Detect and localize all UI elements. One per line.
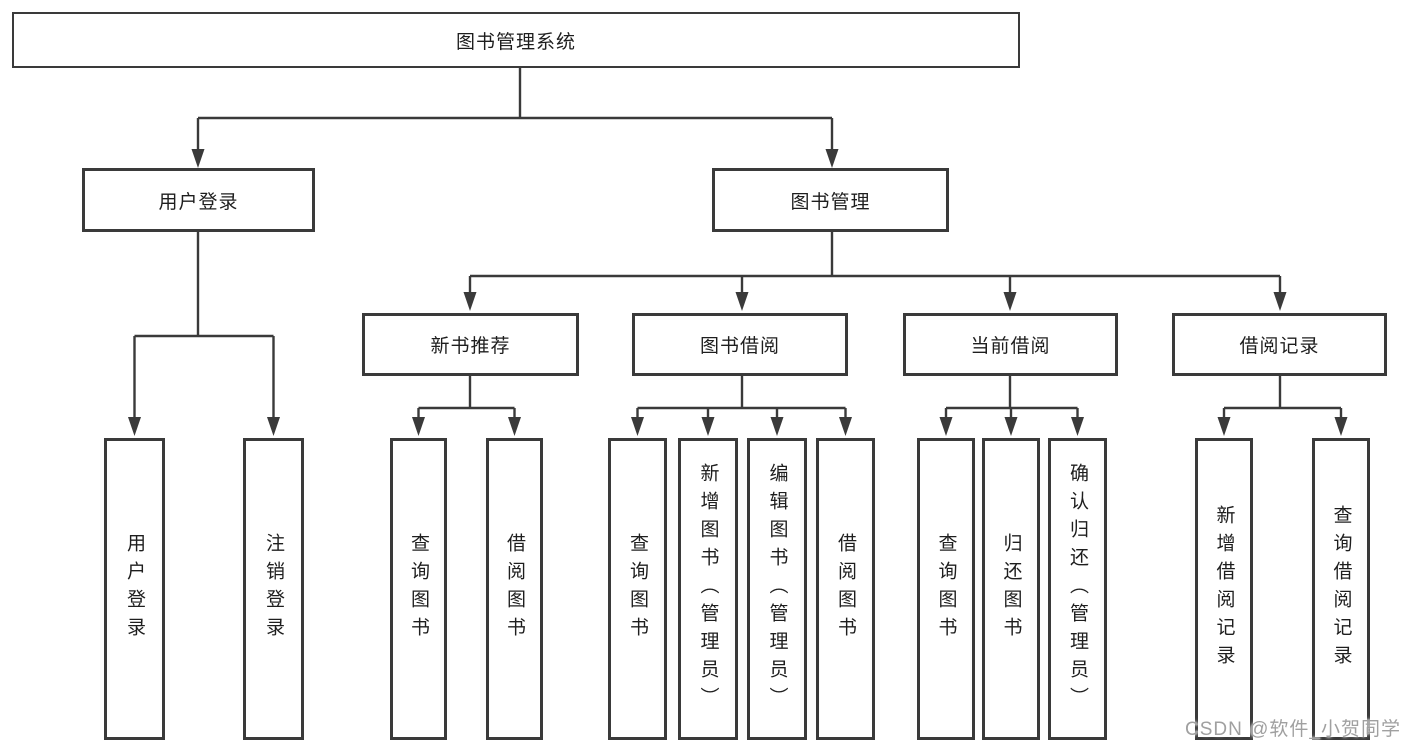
- leaf-label: 借阅图书: [504, 533, 525, 645]
- leaf-confirm-return-admin: 确认归还（管理员）: [1048, 438, 1107, 740]
- leaf-logout: 注销登录: [243, 438, 304, 740]
- leaf-query-books-borrow: 查询图书: [608, 438, 667, 740]
- node-current-borrow: 当前借阅: [903, 313, 1118, 376]
- leaf-label: 借阅图书: [835, 533, 856, 645]
- node-label: 借阅记录: [1239, 336, 1320, 357]
- node-label: 图书借阅: [699, 336, 780, 357]
- node-label: 用户登录: [158, 191, 239, 213]
- leaf-query-books-recommend: 查询图书: [390, 438, 447, 740]
- leaf-label: 用户登录: [124, 533, 145, 645]
- leaf-label: 查询图书: [627, 533, 648, 645]
- node-label: 图书管理系统: [455, 31, 576, 53]
- leaf-label: 新增借阅记录: [1213, 505, 1235, 673]
- leaf-label: 查询图书: [935, 533, 957, 645]
- node-label: 新书推荐: [430, 336, 511, 357]
- leaf-label: 编辑图书（管理员）: [766, 463, 788, 715]
- leaf-label: 注销登录: [263, 533, 284, 645]
- leaf-add-book-admin: 新增图书（管理员）: [678, 438, 738, 740]
- node-book-management: 图书管理: [712, 168, 949, 232]
- leaf-label: 查询借阅记录: [1330, 505, 1352, 673]
- node-user-login: 用户登录: [82, 168, 315, 232]
- node-new-book-recommend: 新书推荐: [362, 313, 579, 376]
- leaf-query-borrow-record: 查询借阅记录: [1312, 438, 1370, 740]
- node-borrow-records: 借阅记录: [1172, 313, 1387, 376]
- node-label: 当前借阅: [970, 336, 1051, 357]
- node-library-system: 图书管理系统: [12, 12, 1020, 68]
- node-book-borrow: 图书借阅: [632, 313, 848, 376]
- watermark: CSDN @软件_小贺同学: [1185, 719, 1401, 740]
- leaf-borrow-books-recommend: 借阅图书: [486, 438, 543, 740]
- leaf-label: 查询图书: [408, 533, 429, 645]
- leaf-label: 确认归还（管理员）: [1067, 463, 1088, 715]
- leaf-label: 新增图书（管理员）: [697, 463, 719, 715]
- leaf-edit-book-admin: 编辑图书（管理员）: [747, 438, 807, 740]
- leaf-return-books: 归还图书: [982, 438, 1040, 740]
- node-label: 图书管理: [790, 191, 871, 213]
- leaf-label: 归还图书: [1000, 533, 1022, 645]
- arrowheads: [128, 118, 1348, 436]
- leaf-user-login: 用户登录: [104, 438, 165, 740]
- leaf-borrow-books-borrow: 借阅图书: [816, 438, 875, 740]
- leaf-query-books-current: 查询图书: [917, 438, 975, 740]
- leaf-add-borrow-record: 新增借阅记录: [1195, 438, 1253, 740]
